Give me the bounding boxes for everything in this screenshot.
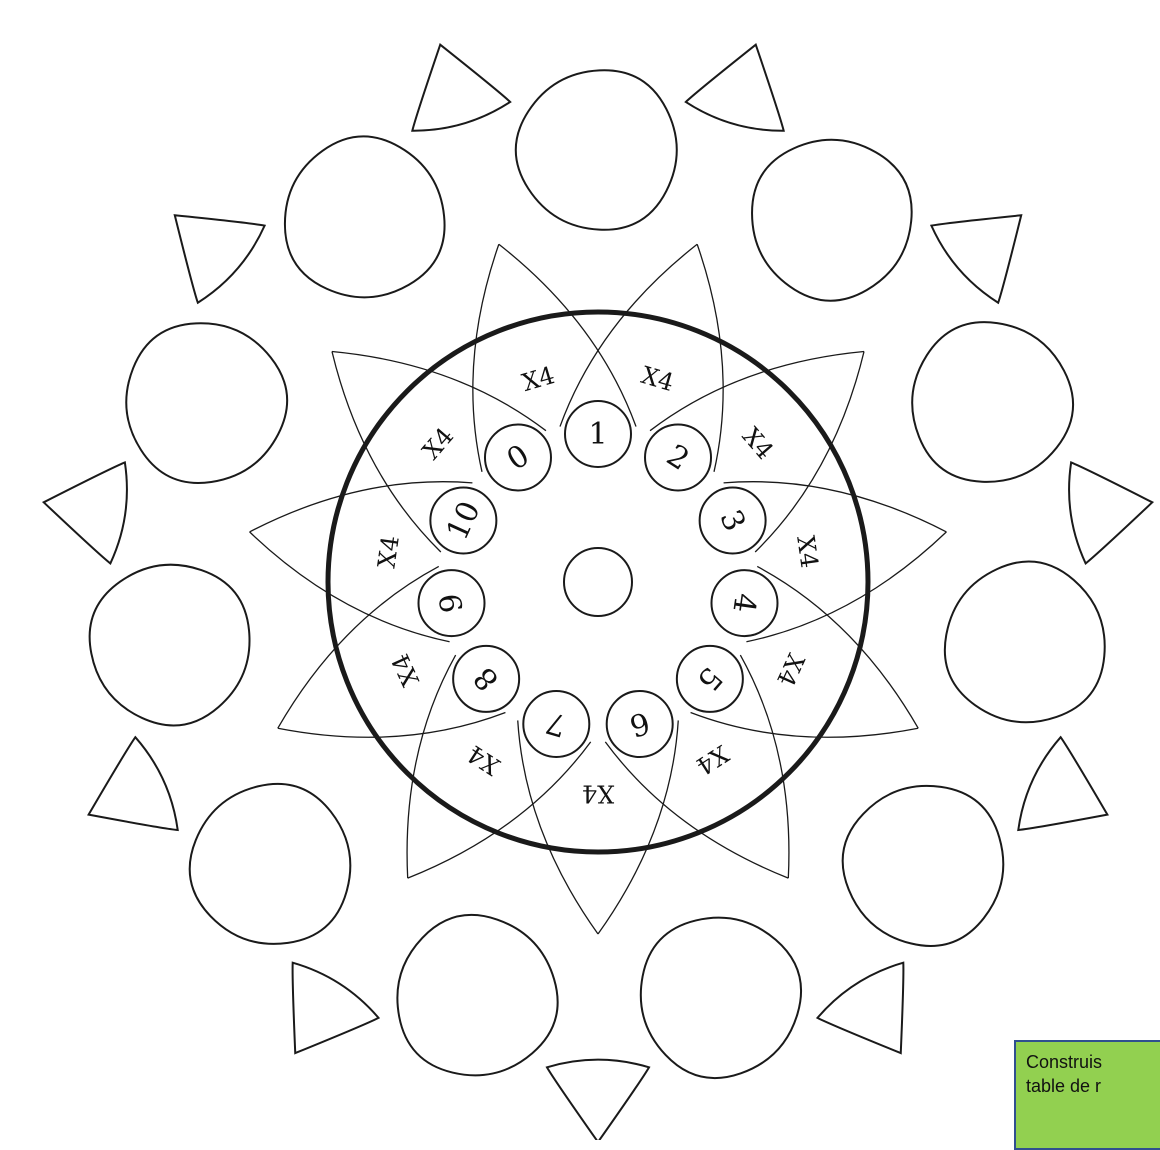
center-circle — [564, 548, 632, 616]
multiplier-label: X4 — [462, 739, 504, 780]
outer-petal — [397, 915, 557, 1075]
outer-tip — [89, 737, 178, 830]
outer-tip — [547, 1060, 649, 1140]
multiplier-label: X4 — [417, 422, 459, 465]
instruction-line-1: Construis — [1026, 1050, 1160, 1074]
outer-petal — [516, 70, 677, 230]
number-circle: 2 — [645, 424, 711, 490]
multiplier-label: X4 — [791, 534, 823, 570]
instruction-note: Construis table de r — [1014, 1040, 1160, 1150]
number-circle: 3 — [700, 488, 766, 554]
petal-string — [740, 655, 789, 878]
petal-string — [250, 532, 450, 642]
multiplier-label: X4 — [372, 534, 404, 570]
outer-tip — [175, 215, 265, 302]
outer-tip — [412, 45, 510, 131]
number-circle: 9 — [419, 570, 485, 636]
petal-string — [278, 713, 506, 738]
multiplier-label: X4 — [638, 361, 677, 397]
outer-tip — [686, 45, 784, 131]
multiplier-label: X4 — [771, 649, 810, 690]
outer-tip — [1018, 737, 1107, 830]
instruction-line-2: table de r — [1026, 1074, 1160, 1098]
outer-petal — [843, 786, 1004, 946]
number-circle: 1 — [565, 401, 631, 467]
outer-petal — [126, 323, 287, 483]
outer-tip — [1069, 462, 1152, 563]
number-label: 1 — [588, 417, 607, 452]
number-circle: 4 — [711, 570, 777, 636]
number-circle: 7 — [523, 691, 589, 757]
multiplier-label: X4 — [386, 649, 425, 690]
number-circle: 0 — [485, 424, 551, 490]
multiplier-label: X4 — [737, 422, 779, 465]
outer-tip — [44, 462, 127, 563]
outer-tip — [931, 215, 1021, 302]
outer-petal — [912, 322, 1073, 482]
outer-petal — [752, 140, 912, 301]
number-circle: 6 — [607, 691, 673, 757]
number-circle: 10 — [430, 488, 496, 554]
outer-petal — [190, 784, 351, 944]
number-circle: 5 — [677, 646, 743, 712]
petal-string — [499, 244, 636, 426]
outer-tip — [293, 963, 379, 1053]
petal-string — [407, 655, 456, 878]
outer-petal — [945, 561, 1105, 722]
outer-petal — [90, 565, 250, 726]
number-circle: 8 — [453, 646, 519, 712]
petal-string — [746, 532, 946, 642]
multiplier-label: X4 — [582, 780, 614, 808]
petal-string — [560, 244, 697, 426]
outer-petal — [641, 918, 801, 1078]
petal-string — [691, 713, 919, 738]
outer-tip — [817, 963, 903, 1053]
outer-petal — [285, 136, 445, 297]
multiplier-label: X4 — [519, 361, 558, 397]
multiplier-label: X4 — [691, 739, 733, 780]
